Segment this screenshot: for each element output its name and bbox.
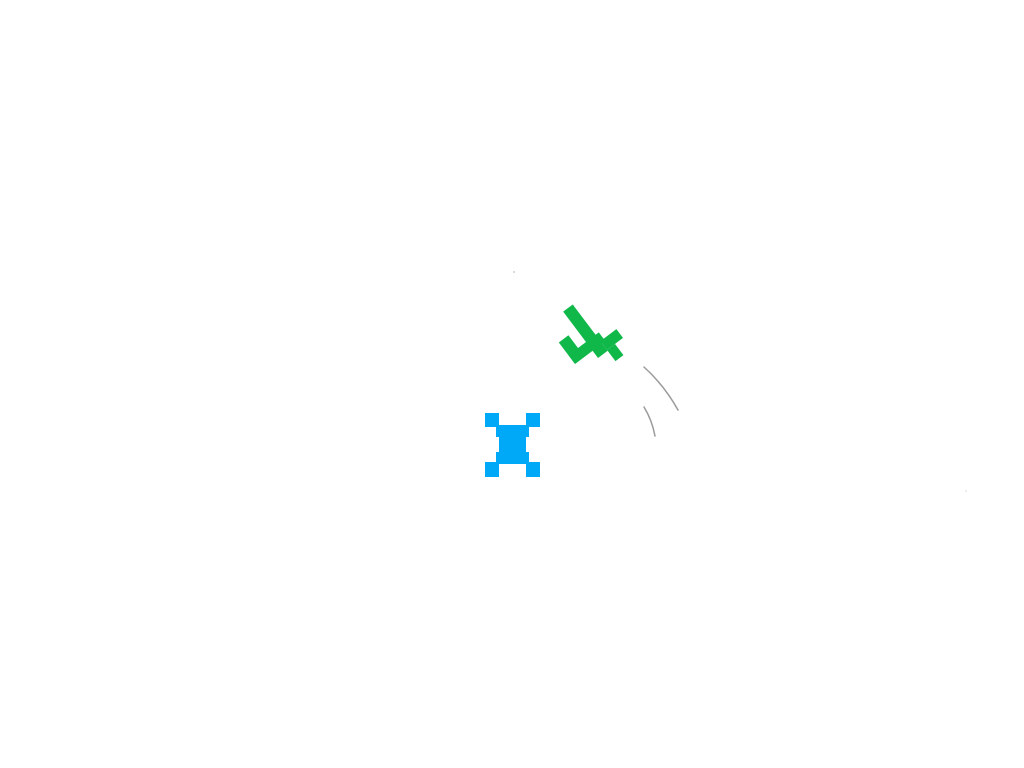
motion-trail-arc-lower [643,406,656,437]
blue-x-piece[interactable] [485,413,540,477]
speck-right [965,490,967,492]
speck-upper [513,271,515,273]
green-glyph-piece[interactable] [546,292,632,381]
motion-trail-arc-upper [643,366,679,411]
